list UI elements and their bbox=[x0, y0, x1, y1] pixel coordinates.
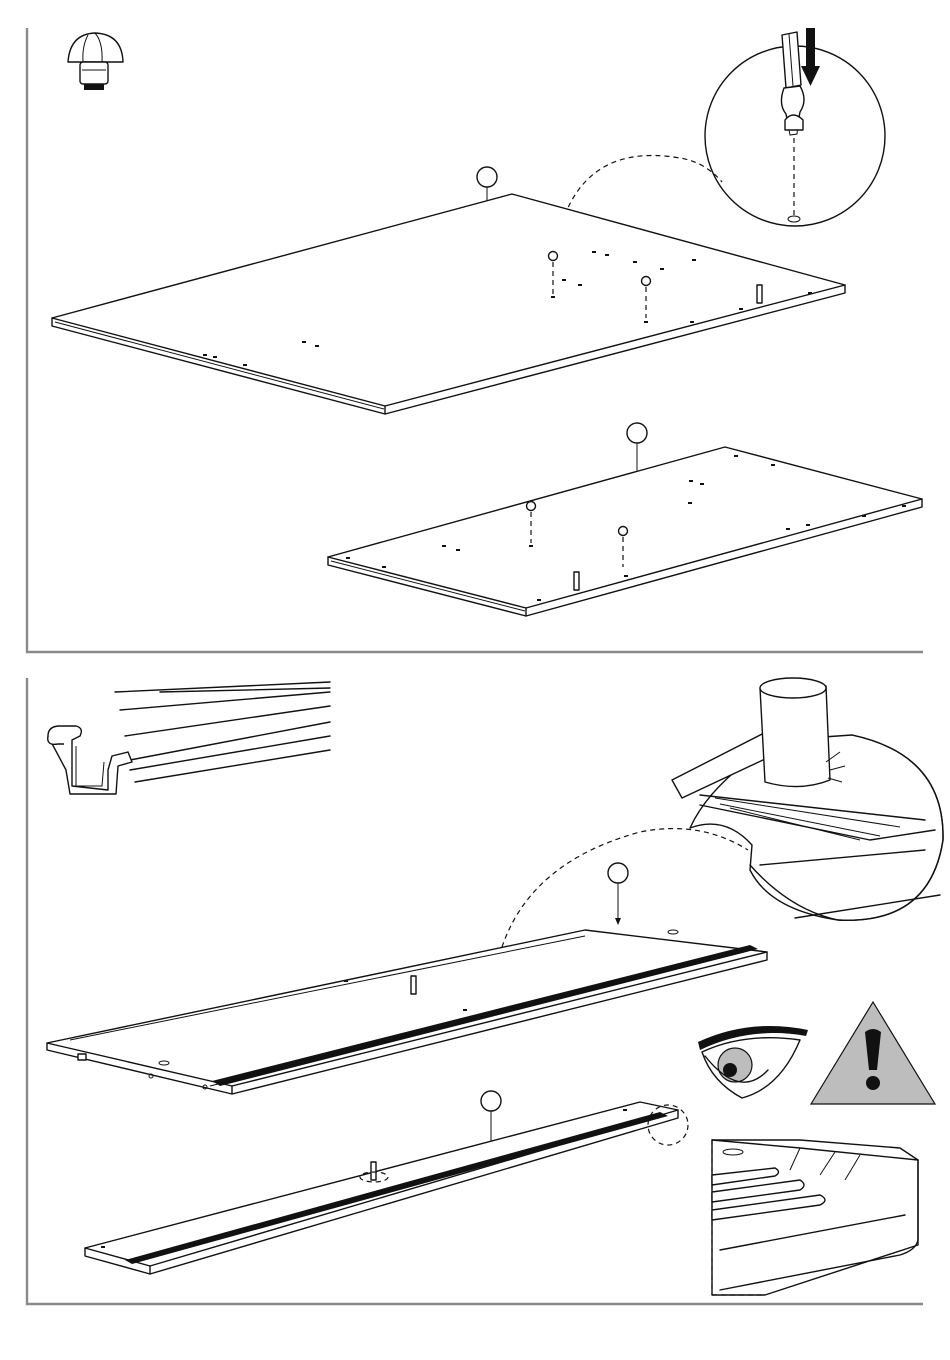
rail-profile-icon bbox=[48, 682, 330, 794]
top-board-small bbox=[328, 447, 922, 616]
step-top-illustration bbox=[0, 0, 950, 660]
eye-icon bbox=[698, 1026, 808, 1098]
dome-cap-icon bbox=[68, 33, 123, 90]
zoom-circle-screwdriver bbox=[705, 28, 885, 226]
step-marker-3 bbox=[608, 863, 628, 925]
step-panel-top bbox=[0, 0, 950, 660]
top-board-large bbox=[52, 194, 845, 414]
shelf-board-2 bbox=[85, 1102, 688, 1274]
rail-strip-2 bbox=[125, 1112, 668, 1264]
warning-triangle-icon bbox=[811, 1002, 935, 1104]
detail-view-rail-end bbox=[712, 1140, 918, 1295]
shelf-board-1 bbox=[47, 930, 767, 1094]
step-panel-bottom bbox=[0, 670, 950, 1315]
zoom-circle-mallet bbox=[672, 678, 943, 920]
step-bottom-illustration bbox=[0, 670, 950, 1315]
